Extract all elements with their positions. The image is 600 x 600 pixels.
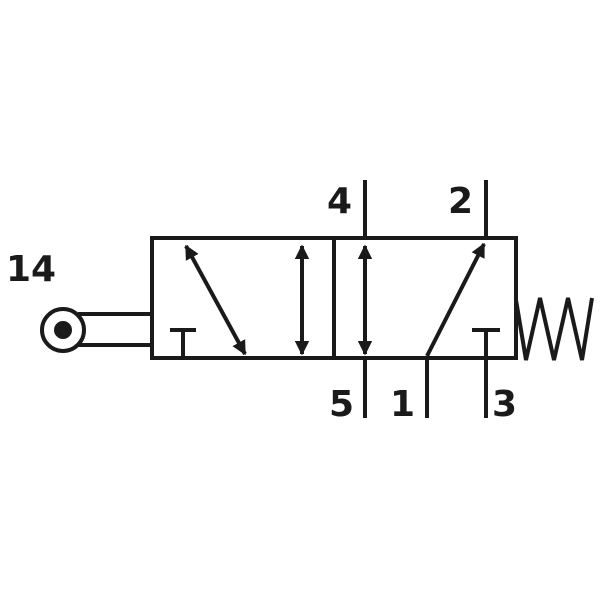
port-label-2: 2 (448, 181, 473, 222)
valve-position-left (150, 236, 336, 360)
flow-arrow-diagonal-right (425, 242, 486, 357)
roller-pin-icon (54, 321, 72, 339)
valve-position-right (332, 236, 518, 360)
flow-arrow-diagonal-left (184, 244, 247, 356)
pilot-port-label: 14 (6, 249, 56, 290)
port-label-1: 1 (390, 384, 415, 425)
port-label-4: 4 (327, 181, 352, 222)
return-spring-icon (514, 297, 594, 361)
port-label-3: 3 (492, 384, 517, 425)
port-label-5: 5 (329, 384, 354, 425)
